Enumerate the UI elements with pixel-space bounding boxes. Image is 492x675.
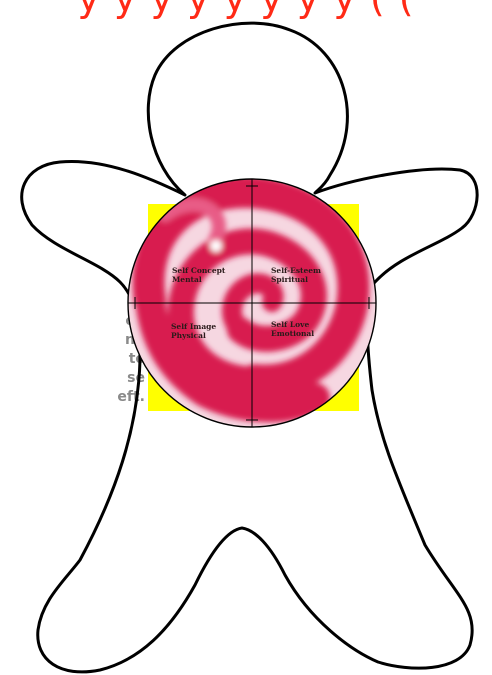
quadrant-subtitle: Physical — [171, 331, 251, 340]
quadrant-title: Self Love — [271, 320, 351, 329]
quadrant-self-esteem: Self-Esteem Spiritual — [271, 266, 351, 284]
quadrant-subtitle: Emotional — [271, 329, 351, 338]
quadrant-title: Self-Esteem — [271, 266, 351, 275]
quadrant-self-image: Self Image Physical — [171, 322, 251, 340]
quadrant-self-love: Self Love Emotional — [271, 320, 351, 338]
quadrant-self-concept: Self Concept Mental — [172, 266, 252, 284]
quadrant-title: Self Concept — [172, 266, 252, 275]
quadrant-subtitle: Spiritual — [271, 275, 351, 284]
quadrant-title: Self Image — [171, 322, 251, 331]
quadrant-subtitle: Mental — [172, 275, 252, 284]
